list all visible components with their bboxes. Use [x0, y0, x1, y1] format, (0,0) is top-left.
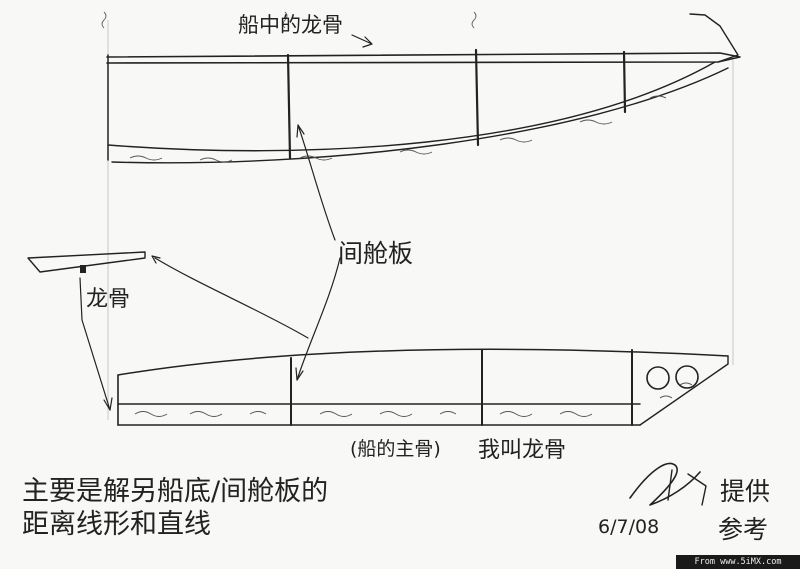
bottom-hull-profile [117, 348, 729, 426]
bottom-bow [639, 355, 729, 426]
top-hull-lower-curve [111, 67, 729, 164]
top-bow-tip [689, 13, 739, 63]
guide-lines [107, 20, 734, 420]
label-top-keel: 船中的龙骨 [238, 13, 343, 37]
date-text: 6/7/08 [598, 516, 659, 538]
signature-stroke [629, 462, 701, 506]
porthole-right [675, 365, 699, 389]
keel-block [80, 265, 86, 273]
label-bulkhead: 间舱板 [338, 239, 413, 268]
label-keel: 龙骨 [86, 287, 130, 312]
signature-stroke-2 [667, 469, 707, 506]
porthole-icon [646, 365, 699, 390]
note-line-2: 距离线形和直线 [22, 509, 211, 540]
top-hull-profile [101, 11, 741, 164]
signature-mark-icon [629, 462, 707, 506]
bottom-bulkheads [290, 349, 633, 426]
bottom-hull-top-curve [117, 348, 729, 376]
arrow-to-bottom-bulkhead [296, 257, 341, 381]
arrow-to-top-bulkhead [297, 124, 336, 241]
top-hatch-marks [129, 95, 667, 163]
top-bulkhead-2 [474, 48, 480, 147]
top-keel-beam [106, 52, 741, 64]
bulkhead-arrows [295, 124, 341, 381]
top-bulkheads [286, 48, 627, 160]
label-main-bone: (船的主骨) [350, 438, 441, 460]
top-bulkhead-3 [622, 50, 627, 114]
top-keel-arrow [351, 34, 373, 48]
signature-provide: 提供 [720, 477, 770, 506]
top-bulkhead-1 [286, 53, 292, 160]
keel-detail: 龙骨 [27, 251, 309, 411]
top-hull-bottom-curve [107, 61, 716, 152]
porthole-left [646, 366, 670, 390]
label-called-keel: 我叫龙骨 [478, 438, 566, 463]
bottom-hatch-marks [134, 382, 693, 417]
keel-cross-section [27, 251, 146, 273]
note-line-1: 主要是解另船底/间舱板的 [22, 476, 328, 507]
top-break-marks [101, 11, 477, 29]
watermark: From www.5iMX.com [676, 555, 800, 569]
arrow-keel-to-bulkhead [154, 257, 309, 339]
signature-reference: 参考 [718, 515, 768, 544]
arrow-keel-to-bottom [79, 277, 111, 411]
